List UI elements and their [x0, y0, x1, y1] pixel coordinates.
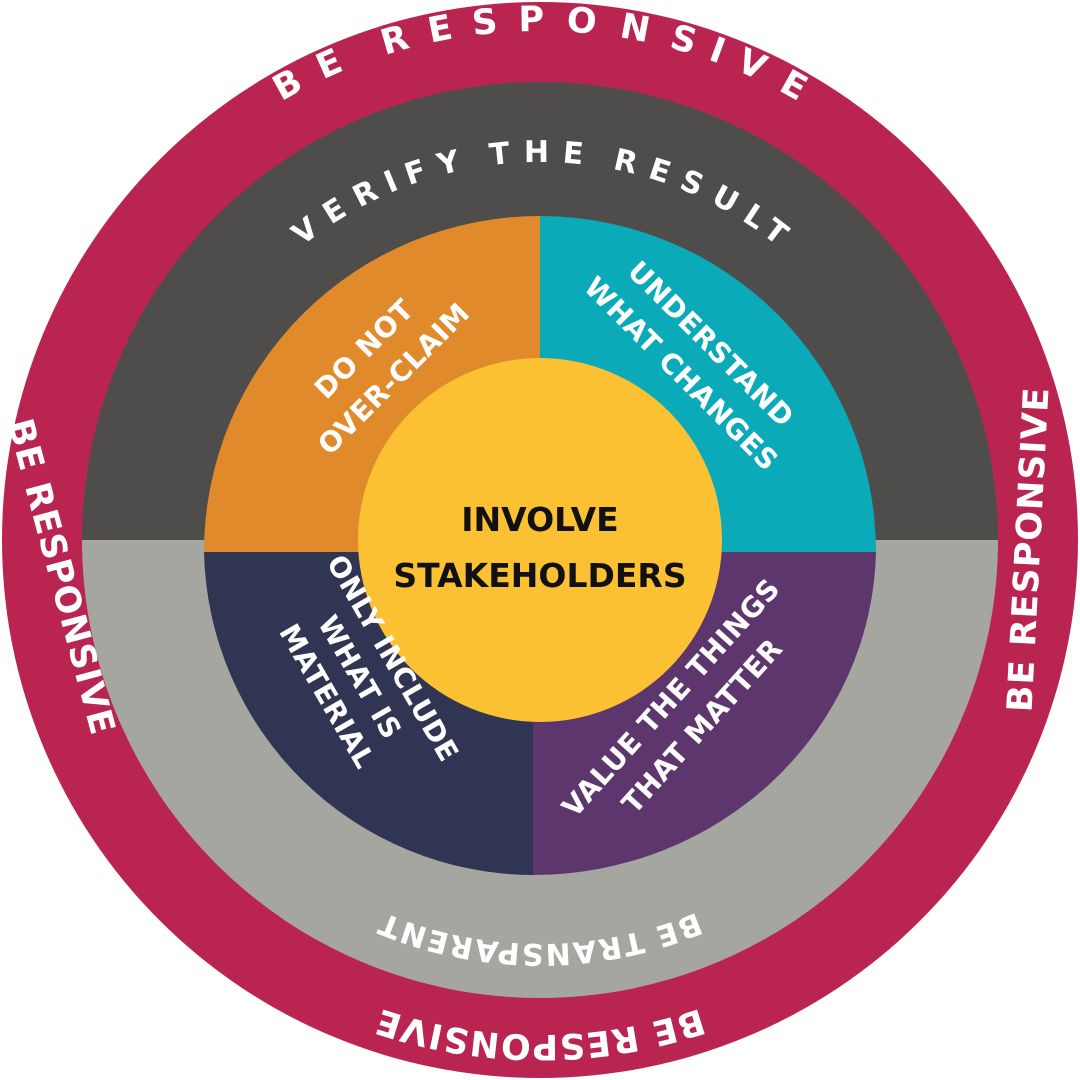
center-label-line1: INVOLVE [461, 500, 618, 539]
center-circle [358, 358, 722, 722]
center-label-line2: STAKEHOLDERS [393, 556, 686, 595]
